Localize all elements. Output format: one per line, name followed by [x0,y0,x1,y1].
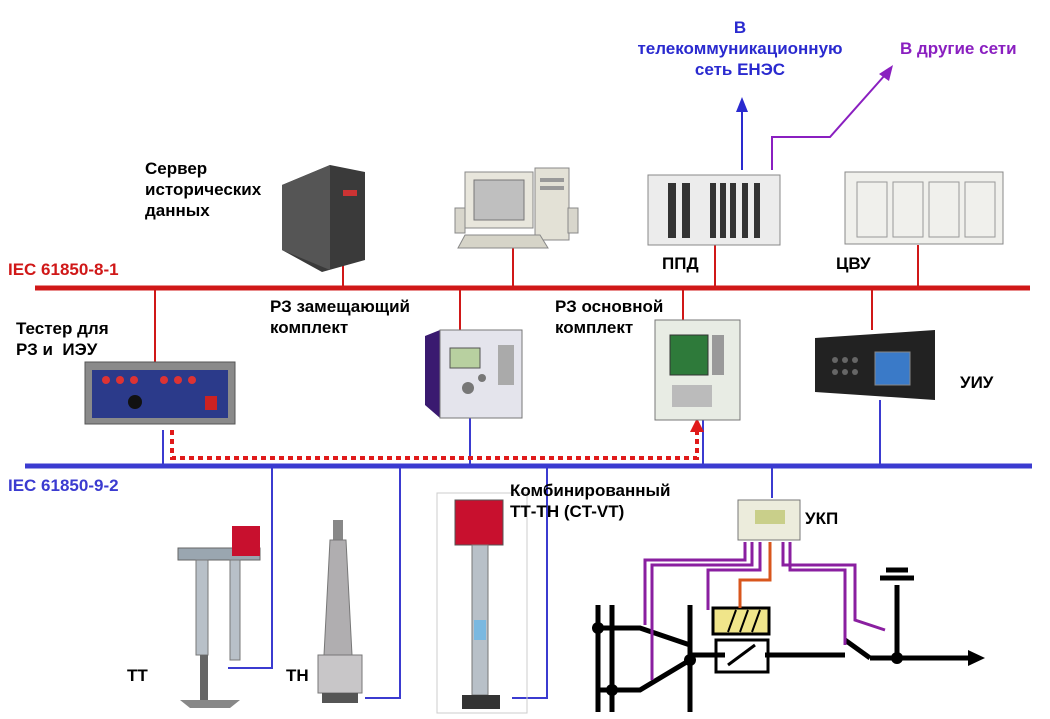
rz-main-device [654,319,741,421]
rz-main-label: РЗ основной комплект [555,297,664,337]
tt-device [177,526,261,708]
combined-label: Комбинированный ТТ-ТН (CT-VT) [510,481,671,521]
switchgear-breaker [711,606,771,674]
tn-label: ТН [286,666,309,685]
other-nets-arrow [879,65,893,81]
ppd-label: ППД [662,254,699,273]
tester-device [84,361,236,425]
telecom-arrow [736,97,748,112]
ukp-links [643,542,886,680]
ukp-link-orange [738,542,772,608]
workstation-device [454,167,579,249]
server-label: Сервер исторических данных [145,159,262,220]
ppd-device [647,174,781,246]
telecom-label: В телекоммуникационную сеть ЕНЭС [637,18,843,79]
server-device [282,165,365,272]
cvu-label: ЦВУ [836,254,871,273]
rz-reserve-device [425,329,523,419]
ukp-label: УКП [805,509,839,528]
combined-ctvt-device [436,492,528,714]
switchgear-nodes [592,622,903,696]
cvu-device [844,171,1004,245]
switchgear-diagram [595,567,970,712]
tn-device [317,520,363,703]
test-link-dotted [170,428,699,460]
other-nets-label: В другие сети [900,39,1017,58]
uiu-label: УИУ [960,373,994,392]
bottom-bus-drops [162,400,881,699]
line-outlet-arrow [968,650,985,666]
top-bus-drops [154,245,919,362]
test-link-arrowhead [690,418,704,432]
bus-top-label: IEC 61850-8-1 [8,260,119,279]
uiu-device [815,330,935,400]
ukp-device [737,499,801,541]
bus-bottom-label: IEC 61850-9-2 [8,476,119,495]
tester-label: Тестер для РЗ и ИЭУ [16,319,109,359]
rz-reserve-label: РЗ замещающий комплект [270,297,410,337]
tt-label: ТТ [127,666,148,685]
